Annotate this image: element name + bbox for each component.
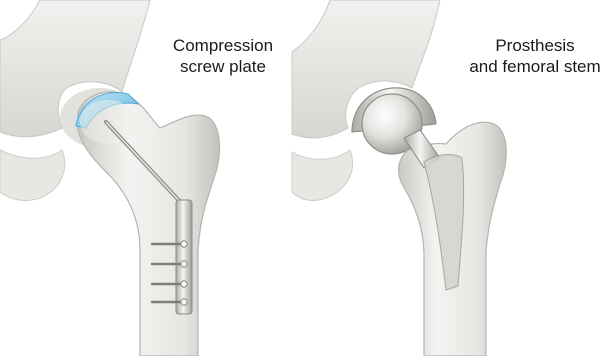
compression-screw-plate-label: Compression screw plate xyxy=(148,35,298,77)
label-line: screw plate xyxy=(148,56,298,77)
label-line: Prosthesis xyxy=(460,35,610,56)
label-line: Compression xyxy=(148,35,298,56)
plate-screw-head xyxy=(181,261,187,267)
left-pelvis-lower xyxy=(0,150,65,200)
plate-screw-head xyxy=(181,241,187,247)
plate-screw-head xyxy=(181,299,187,305)
label-line: and femoral stem xyxy=(460,56,610,77)
left-side-plate xyxy=(176,200,192,314)
plate-screw-head xyxy=(181,281,187,287)
right-pelvis-lower xyxy=(292,150,353,200)
prosthesis-femoral-stem-label: Prosthesis and femoral stem xyxy=(460,35,610,77)
